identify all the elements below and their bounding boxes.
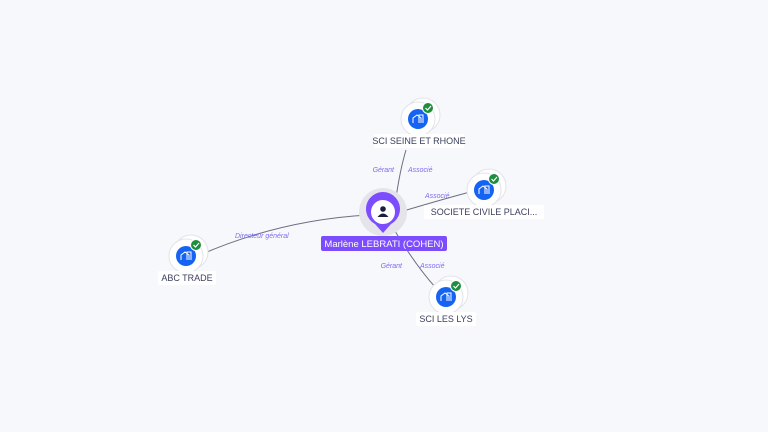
edge-civile <box>399 191 471 213</box>
company-name: ABC TRADE <box>161 273 212 283</box>
edge-label-directeur-abc: Directeur général <box>235 233 289 240</box>
company-building-icon <box>176 246 196 266</box>
edge-label-associe-seine: Associé <box>407 167 433 174</box>
verified-check-icon <box>488 173 500 185</box>
company-building-icon <box>408 109 428 129</box>
verified-check-icon <box>422 102 434 114</box>
company-node[interactable]: SCI SEINE ET RHONE <box>372 97 466 148</box>
edge-label-associe-civile: Associé <box>424 193 450 200</box>
person-name: Marlène LEBRATI (COHEN) <box>324 239 443 250</box>
company-node[interactable]: SOCIETE CIVILE PLACI... <box>424 168 544 219</box>
edge-seine <box>395 149 407 199</box>
company-name: SOCIETE CIVILE PLACI... <box>431 207 538 217</box>
edge-abc <box>199 214 369 256</box>
company-name: SCI SEINE ET RHONE <box>372 136 465 146</box>
company-name: SCI LES LYS <box>419 314 472 324</box>
company-building-icon <box>436 287 456 307</box>
verified-check-icon <box>450 280 462 292</box>
edge-label-gerant-seine: Gérant <box>373 167 395 174</box>
edge-label-gerant-lys: Gérant <box>381 263 403 270</box>
company-building-icon <box>474 180 494 200</box>
person-node[interactable]: Marlène LEBRATI (COHEN) <box>321 188 447 251</box>
edge-lys <box>391 225 437 289</box>
verified-check-icon <box>190 239 202 251</box>
company-node[interactable]: SCI LES LYS <box>416 275 476 326</box>
person-icon <box>377 206 389 217</box>
edge-label-associe-lys: Associé <box>419 263 445 270</box>
company-node[interactable]: ABC TRADE <box>158 234 216 285</box>
